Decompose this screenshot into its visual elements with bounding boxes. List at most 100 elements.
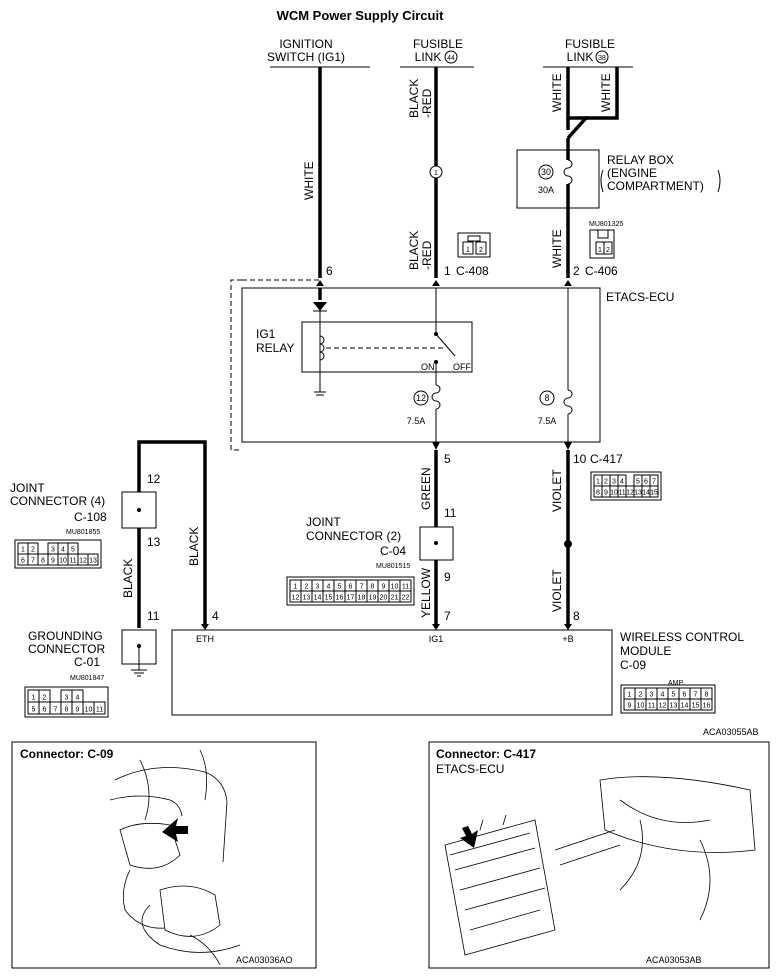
svg-text:2: 2	[573, 264, 580, 278]
pin-label: 7	[652, 479, 656, 486]
svg-text:IG1: IG1	[429, 634, 444, 644]
svg-text:YELLOW: YELLOW	[419, 567, 433, 618]
fusible-link-44-label: FUSIBLE LINK 44	[400, 37, 474, 68]
pin-label: 22	[402, 595, 410, 602]
svg-text:WHITE: WHITE	[302, 161, 316, 200]
pin-label: 10	[85, 707, 93, 714]
pin-label: 12	[292, 595, 300, 602]
svg-text:CONNECTOR (4): CONNECTOR (4)	[10, 494, 105, 508]
c408-connector-icon: 1 2	[457, 232, 491, 258]
pin-label: 12	[659, 703, 667, 710]
svg-text:SWITCH (IG1): SWITCH (IG1)	[267, 50, 345, 64]
svg-text:4: 4	[212, 609, 219, 623]
pin-label: 1	[32, 695, 36, 702]
pin-label: 15	[325, 595, 333, 602]
pin-label: 7	[31, 558, 35, 565]
svg-text:(ENGINE: (ENGINE	[607, 166, 657, 180]
c406-connector-icon: MU801325 1 2	[589, 221, 623, 259]
pin-label: 12	[79, 558, 87, 565]
svg-text:ETACS-ECU: ETACS-ECU	[436, 762, 504, 776]
svg-text:ACA03053AB: ACA03053AB	[646, 955, 702, 965]
pin-label: 3	[51, 547, 55, 554]
pin-label: 4	[327, 584, 331, 591]
part-number: MU801515	[376, 563, 410, 570]
pin-label: 3	[650, 692, 654, 699]
svg-text:IGNITION: IGNITION	[279, 37, 332, 51]
pin-label: 5	[71, 547, 75, 554]
pin-label: 13	[89, 558, 97, 565]
svg-text:44: 44	[447, 55, 455, 62]
svg-text:WHITE: WHITE	[599, 73, 613, 112]
pin-label: 15	[692, 703, 700, 710]
svg-text:ACA03036AO: ACA03036AO	[236, 955, 293, 965]
svg-text:ON: ON	[421, 362, 435, 372]
pin-label: 2	[305, 584, 309, 591]
svg-text:RELAY BOX: RELAY BOX	[607, 153, 674, 167]
svg-text:1: 1	[598, 247, 602, 254]
svg-text:7.5A: 7.5A	[538, 416, 557, 426]
svg-text:2: 2	[606, 247, 610, 254]
pin-label: 10	[610, 490, 618, 497]
svg-text:8: 8	[544, 393, 549, 403]
part-number: MU801855	[66, 529, 100, 536]
pin-label: 8	[65, 707, 69, 714]
pin-label: 12	[626, 490, 634, 497]
svg-text:BLACK: BLACK	[407, 231, 421, 270]
svg-text:VIOLET: VIOLET	[550, 469, 564, 512]
pin-label: 14	[314, 595, 322, 602]
svg-text:LINK: LINK	[567, 50, 594, 64]
ignition-switch-label: IGNITION SWITCH (IG1)	[267, 37, 370, 68]
pin-label: 10	[391, 584, 399, 591]
pin-label: 16	[703, 703, 711, 710]
pin-label: 6	[43, 707, 47, 714]
pin-label: 1	[294, 584, 298, 591]
pin-label: 6	[683, 692, 687, 699]
svg-text:12: 12	[416, 393, 426, 403]
wire-green-yellow: 5 GREEN 11 9 YELLOW 7 JOINT CONNECTOR (2…	[306, 450, 457, 628]
svg-text:FUSIBLE: FUSIBLE	[565, 37, 615, 51]
etacs-ecu: ETACS-ECU IG1 RELAY ON OFF 12 7.5A	[230, 279, 674, 451]
svg-text:C-09: C-09	[620, 658, 646, 672]
svg-text:+B: +B	[562, 634, 573, 644]
pin-label: 2	[31, 547, 35, 554]
svg-text:-RED: -RED	[420, 88, 434, 118]
svg-text:WIRELESS CONTROL: WIRELESS CONTROL	[620, 630, 744, 644]
pin-label: 7	[360, 584, 364, 591]
svg-text:COMPARTMENT): COMPARTMENT)	[607, 179, 704, 193]
pin-label: 13	[303, 595, 311, 602]
c09-arrow-icon	[162, 818, 188, 842]
wire-white-battery: WHITE WHITE WHITE 2 C-406	[550, 67, 619, 278]
pin-label: 8	[596, 490, 600, 497]
svg-text:JOINT: JOINT	[10, 481, 45, 495]
pin-label: 20	[380, 595, 388, 602]
svg-text:38: 38	[598, 55, 606, 62]
svg-text:VIOLET: VIOLET	[550, 569, 564, 612]
svg-text:5: 5	[444, 452, 451, 466]
panel-connector-c09: Connector: C-09 ACA03036AO	[11, 741, 317, 969]
svg-text:GREEN: GREEN	[419, 467, 433, 510]
svg-text:7.5A: 7.5A	[407, 416, 426, 426]
svg-text:13: 13	[147, 535, 161, 549]
dashboard-illustration	[109, 749, 241, 966]
pin-label: 9	[628, 703, 632, 710]
pin-label: 9	[76, 707, 80, 714]
svg-text:IG1: IG1	[256, 327, 276, 341]
pin-label: 11	[402, 584, 409, 591]
grounding-connector: GROUNDING CONNECTOR C-01	[28, 629, 157, 677]
pin-label: 7	[54, 707, 58, 714]
pin-label: 1	[21, 547, 25, 554]
pin-label: 14	[642, 490, 650, 497]
panel-connector-c417: Connector: C-417 ETACS-ECU ACA03053AB	[428, 741, 770, 969]
pin-label: 9	[604, 490, 608, 497]
pin-label: 2	[43, 695, 47, 702]
pin-label: 4	[661, 692, 665, 699]
svg-text:ETH: ETH	[196, 634, 214, 644]
svg-text:C-406: C-406	[585, 264, 618, 278]
pin-label: 13	[670, 703, 678, 710]
pin-label: 6	[21, 558, 25, 565]
svg-text:1: 1	[434, 170, 438, 177]
c417-arrow-icon	[460, 826, 478, 848]
svg-text:7: 7	[444, 609, 451, 623]
